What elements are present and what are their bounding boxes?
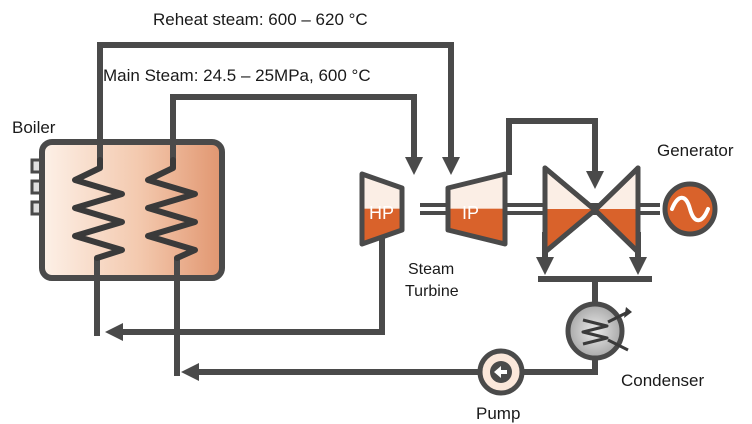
pump-label: Pump <box>476 404 520 423</box>
turbine-label: Turbine <box>405 283 459 300</box>
main-steam-coil <box>145 157 198 261</box>
reheat-steam-pipe <box>97 42 460 175</box>
reheat-coil <box>72 157 125 261</box>
boiler <box>30 139 225 281</box>
main-steam-label: Main Steam: 24.5 – 25MPa, 600 °C <box>103 66 371 85</box>
main-steam-pipe <box>170 94 423 175</box>
sine-wave-icon <box>670 195 710 223</box>
coil-icon <box>581 318 609 346</box>
generator <box>662 181 718 237</box>
generator-label: Generator <box>657 141 734 160</box>
ip-label: IP <box>462 203 479 223</box>
boiler-body <box>39 139 225 281</box>
condenser <box>565 301 632 361</box>
lp-turbine: LP <box>542 165 641 255</box>
ip-turbine: IP <box>445 171 508 247</box>
condenser-to-pump-pipe <box>522 360 598 375</box>
lp-label: LP <box>583 233 605 253</box>
hp-label: HP <box>369 203 394 223</box>
reheat-steam-label: Reheat steam: 600 – 620 °C <box>153 10 368 29</box>
hp-turbine: HP <box>359 171 405 247</box>
steam-label: Steam <box>408 261 454 278</box>
condenser-label: Condenser <box>621 371 705 390</box>
boiler-label: Boiler <box>12 118 56 137</box>
pump <box>477 348 525 396</box>
arrow-left-icon <box>494 366 507 378</box>
hp-exhaust-return-pipe <box>105 232 385 341</box>
ip-lp-crossover-pipe <box>506 118 604 189</box>
